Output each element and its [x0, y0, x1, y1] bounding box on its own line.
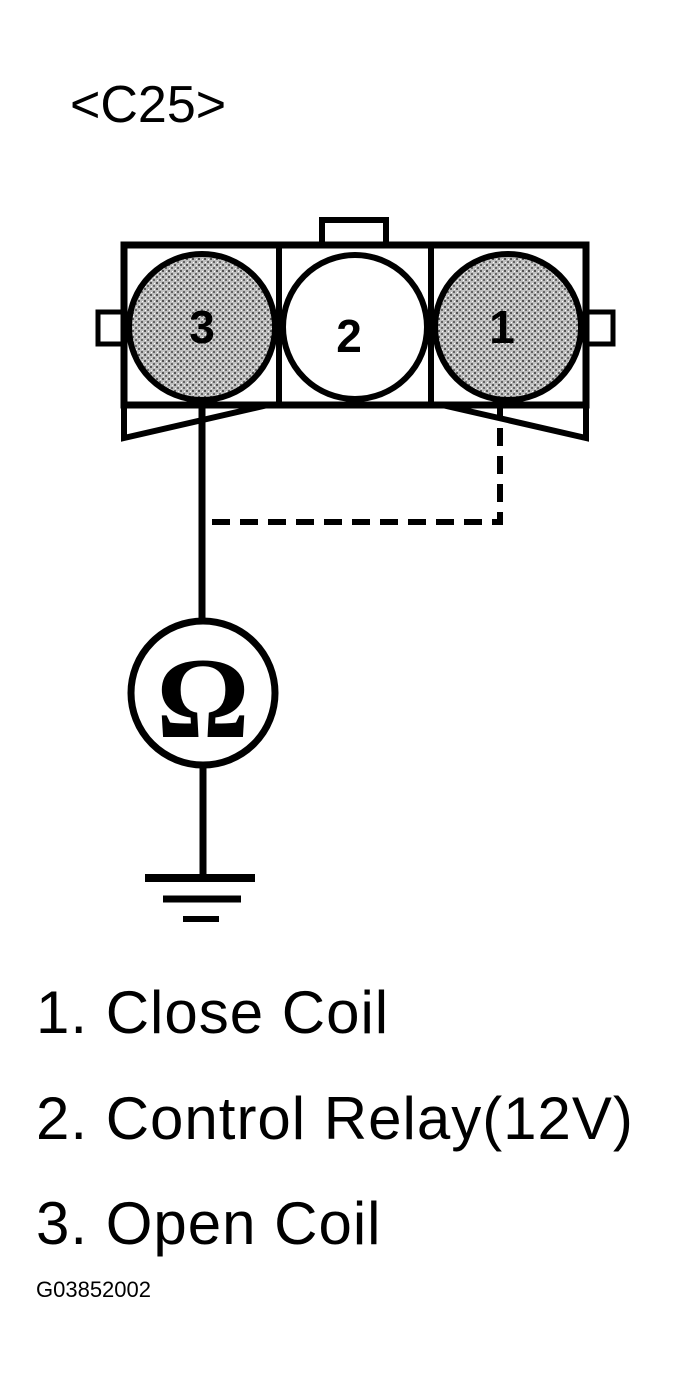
pin-1-circle [432, 251, 584, 403]
connector-id-label: <C25> [70, 76, 226, 134]
connector-diagram: <C25> 3 2 1 Ω [70, 76, 616, 922]
figure-code: G03852002 [36, 1277, 151, 1302]
pin-1-label: 1 [489, 301, 515, 353]
pin-2-circle [280, 252, 430, 402]
ohm-icon: Ω [157, 635, 250, 763]
connector-bottom-flare [121, 402, 589, 442]
pin-3-label: 3 [189, 301, 215, 353]
ground-icon [145, 874, 255, 922]
legend-item-3: 3. Open Coil [36, 1190, 382, 1257]
legend-item-1: 1. Close Coil [36, 979, 390, 1046]
pin-2-label: 2 [336, 310, 362, 362]
legend-item-2: 2. Control Relay(12V) [36, 1085, 634, 1152]
probe-wire-pin-1-dashed [206, 400, 503, 525]
